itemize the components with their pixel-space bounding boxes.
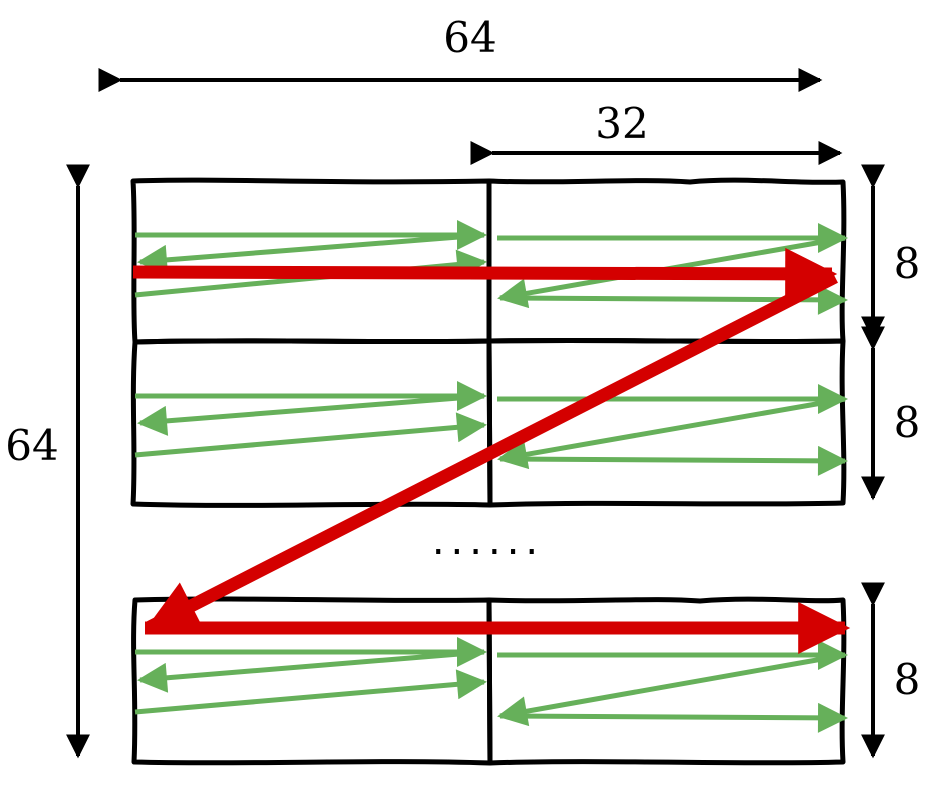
tile-height-label-3: 8	[894, 655, 921, 704]
tile-r1-c1	[130, 177, 492, 345]
total-height-label: 64	[5, 421, 58, 470]
tile-r2-c2	[486, 337, 847, 508]
inner-scan-arrows	[134, 220, 848, 733]
total-width-label: 64	[443, 13, 496, 62]
scan-arrow	[137, 393, 485, 436]
scan-arrow	[499, 445, 848, 476]
scan-arrow	[137, 649, 485, 693]
scan-arrow	[499, 702, 848, 733]
scan-arrow	[134, 412, 487, 458]
tile-width-label: 32	[595, 99, 648, 148]
tile-order-arrows	[132, 247, 851, 654]
dimension-arrows	[66, 68, 885, 759]
tile-r1-c2	[486, 177, 847, 345]
scan-arrow	[137, 232, 485, 275]
scan-arrow	[497, 652, 846, 727]
tile-r3-c1	[131, 596, 493, 766]
scan-arrow	[497, 396, 846, 470]
ellipsis: ......	[432, 518, 544, 564]
tile-order-arrow-diagonal	[145, 271, 838, 633]
tile-height-label-1: 8	[894, 239, 921, 288]
scan-arrow	[134, 669, 487, 715]
tile-order-arrow-row1	[132, 247, 838, 300]
tile-height-label-2: 8	[894, 398, 921, 447]
